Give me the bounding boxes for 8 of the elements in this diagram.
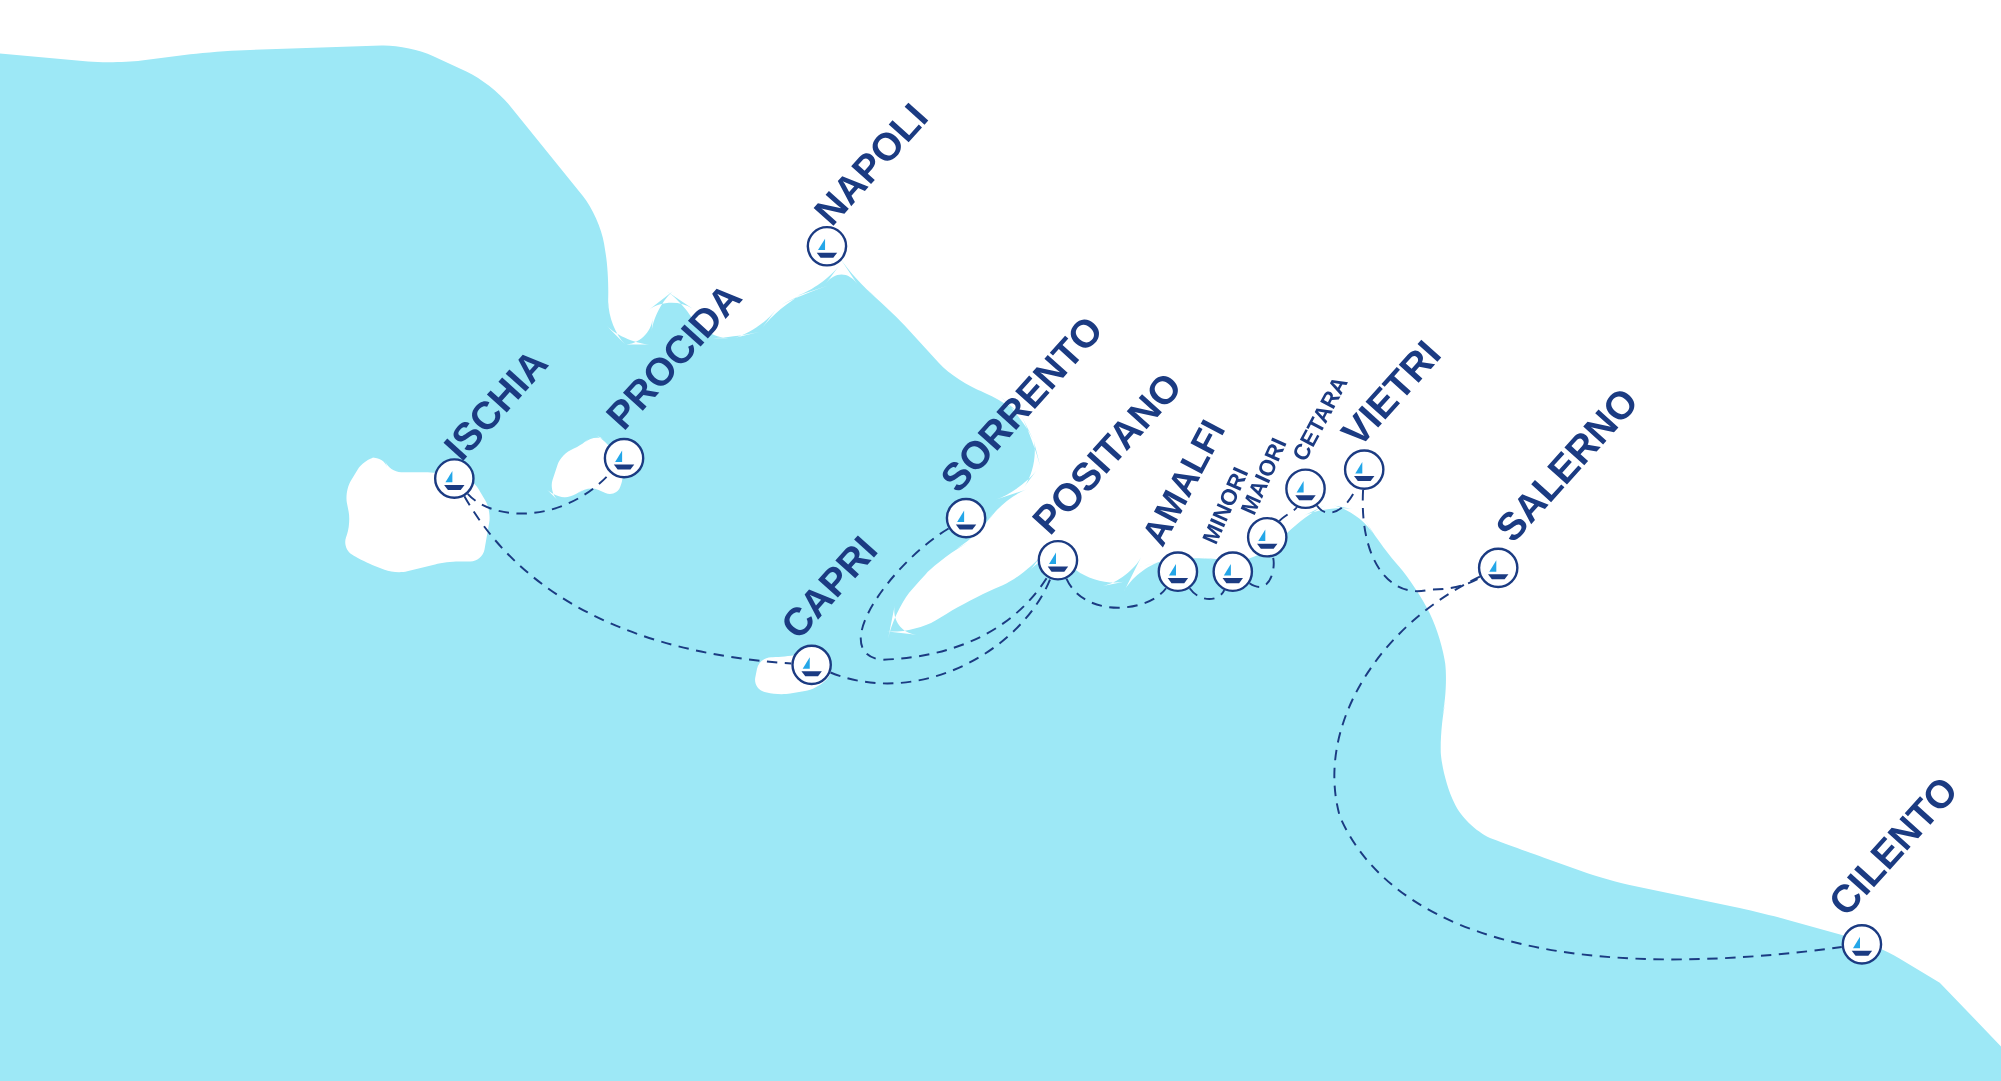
route-line — [859, 527, 1049, 661]
route-line — [463, 495, 793, 665]
route-line — [1333, 575, 1843, 961]
route-line — [1188, 587, 1226, 601]
route-line — [1065, 577, 1167, 609]
route-line — [1248, 555, 1275, 588]
route-line — [1278, 506, 1298, 522]
route-line — [829, 578, 1052, 685]
